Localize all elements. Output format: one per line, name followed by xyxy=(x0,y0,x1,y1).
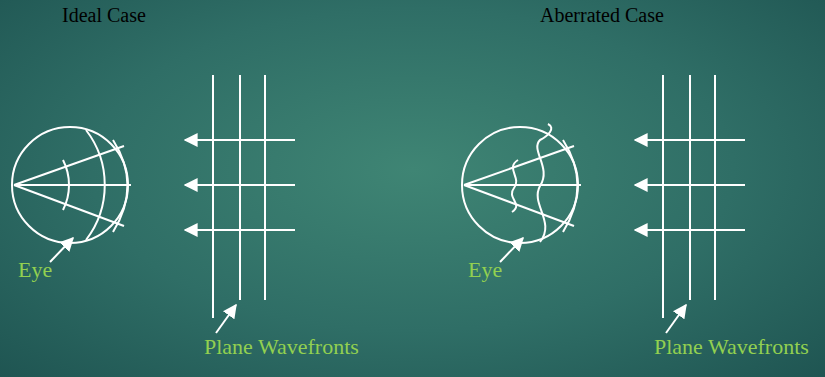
plane-wavefronts xyxy=(635,75,745,318)
aberrated-eye xyxy=(462,124,581,243)
part-label: Plane Wavefronts xyxy=(654,335,809,359)
panel-heading: Aberrated Case xyxy=(540,4,664,26)
plane-wavefronts xyxy=(185,75,295,318)
leader-arrow xyxy=(50,238,73,262)
part-label: Eye xyxy=(468,258,502,282)
part-label: Eye xyxy=(18,258,52,282)
leader-arrow xyxy=(500,238,523,262)
ideal-eye xyxy=(12,127,131,243)
leader-arrow xyxy=(666,305,686,333)
leader-arrow xyxy=(216,305,236,333)
part-label: Plane Wavefronts xyxy=(204,335,359,359)
panel-heading: Ideal Case xyxy=(62,4,146,26)
